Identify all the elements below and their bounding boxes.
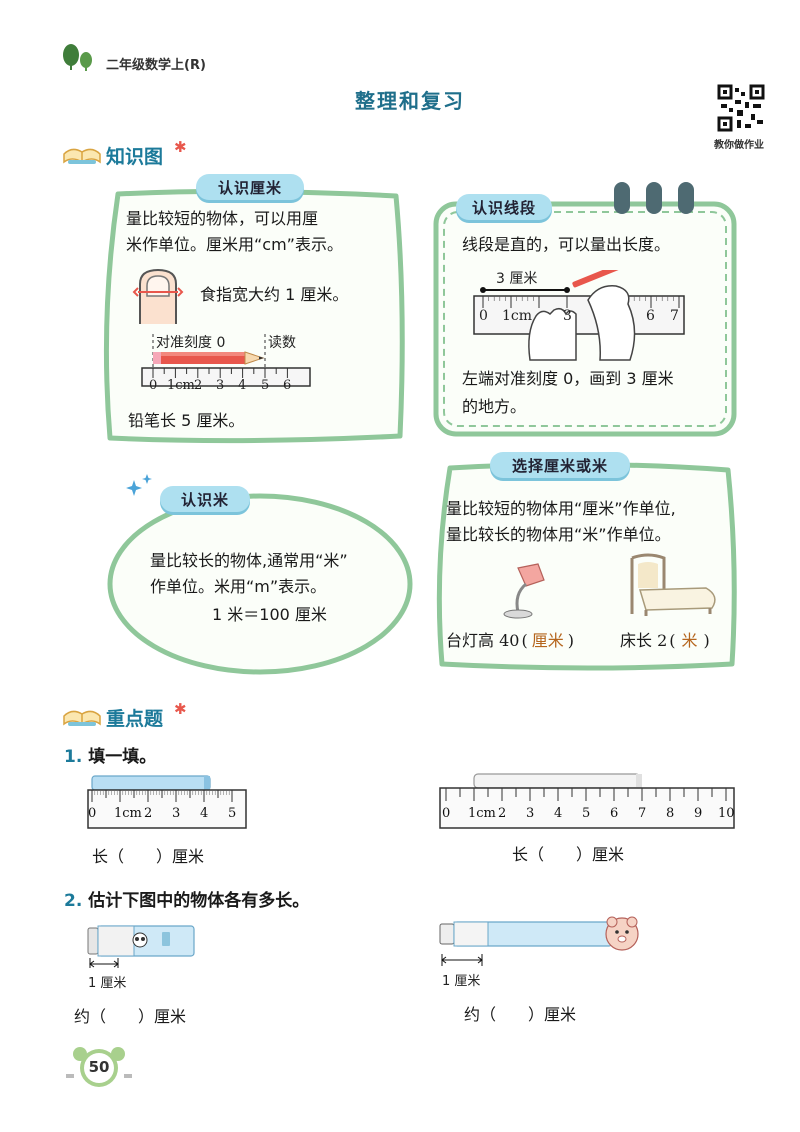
tick-label: 3 xyxy=(563,308,572,324)
q1-ruler-b xyxy=(438,772,738,834)
paren: ) xyxy=(703,631,710,650)
book-icon xyxy=(62,140,102,170)
tick-label: 7 xyxy=(638,806,647,821)
q1-ruler-a xyxy=(86,774,251,834)
paren: ) xyxy=(567,631,574,650)
tick-label: 6 xyxy=(610,806,619,821)
tick-label: 0 xyxy=(149,378,158,393)
choose-text-1: 量比较短的物体用“厘米”作单位, xyxy=(446,499,676,518)
cm-card-label: 认识厘米 xyxy=(196,174,304,200)
tick-label: 2 xyxy=(194,378,203,393)
tick-label: 8 xyxy=(666,806,675,821)
lamp-prefix: 台灯高 40 xyxy=(446,631,520,650)
segment-text-3: 的地方。 xyxy=(462,397,527,416)
binder-rings-icon xyxy=(612,180,702,220)
q1-text: 填一填。 xyxy=(88,747,157,767)
star-icon: ✱ xyxy=(174,700,187,718)
q2-unit-a: 1 厘米 xyxy=(88,976,127,991)
cm-ruler xyxy=(140,330,315,402)
pencil-case-icon xyxy=(438,916,644,972)
alarm-clock-icon xyxy=(66,1044,132,1094)
lamp-unit: 厘米 xyxy=(531,631,564,650)
tick-label: 7 xyxy=(670,308,679,324)
q2-title: 2. 估计下图中的物体各有多长。 xyxy=(64,886,309,911)
finger-note: 食指宽大约 1 厘米。 xyxy=(200,285,349,304)
tick-label: 1cm xyxy=(114,806,142,821)
align-label: 对准刻度 0 xyxy=(156,335,226,351)
segment-card-label: 认识线段 xyxy=(456,194,552,220)
page-number: 50 xyxy=(88,1058,110,1076)
lamp-answer: 台灯高 40(厘米) xyxy=(446,628,574,654)
tick-label: 0 xyxy=(88,806,97,821)
tick-label: 2 xyxy=(144,806,153,821)
q2-text: 估计下图中的物体各有多长。 xyxy=(88,891,310,911)
q2-blank-b[interactable]: 约（ ）厘米 xyxy=(464,1005,577,1024)
tick-label: 2 xyxy=(498,806,507,821)
tick-label: 1cm xyxy=(468,806,496,821)
finger-icon xyxy=(132,266,184,328)
page-title: 整理和复习 xyxy=(355,89,465,113)
tick-label: 1cm xyxy=(167,378,195,393)
qr-caption: 教你做作业 xyxy=(714,140,764,151)
m-text-3: 1 米＝100 厘米 xyxy=(212,605,327,624)
read-label: 读数 xyxy=(268,335,296,351)
tick-label: 6 xyxy=(283,378,292,393)
tick-label: 0 xyxy=(479,308,488,324)
tick-label: 5 xyxy=(228,806,237,821)
cm-text-1: 量比较短的物体，可以用厘 xyxy=(126,209,319,228)
bed-prefix: 床长 2 xyxy=(620,631,668,650)
bed-icon xyxy=(626,552,722,622)
tick-label: 3 xyxy=(526,806,535,821)
book-title: 二年级数学上(R) xyxy=(106,58,206,73)
paren: ( xyxy=(521,631,528,650)
q2-blank-a[interactable]: 约（ ）厘米 xyxy=(74,1007,187,1026)
segment-text-1: 线段是直的，可以量出长度。 xyxy=(462,235,671,254)
q1-blank-b[interactable]: 长（ ）厘米 xyxy=(512,845,625,864)
tick-label: 5 xyxy=(261,378,270,393)
tick-label: 4 xyxy=(238,378,247,393)
cm-text-2: 米作单位。厘米用“cm”表示。 xyxy=(126,235,343,254)
segment-measure: 3 厘米 xyxy=(496,271,538,287)
m-text-2: 作单位。米用“m”表示。 xyxy=(150,577,327,596)
cm-ruler-labels: 0 1cm 2 3 4 5 6 xyxy=(140,378,315,396)
q1-ruler-b-labels: 0 1cm 2 3 4 5 6 7 8 9 10 xyxy=(438,806,738,824)
q2-unit-b: 1 厘米 xyxy=(442,974,481,989)
tick-label: 3 xyxy=(216,378,225,393)
knowledge-map-heading: 知识图 xyxy=(106,146,164,168)
m-card-label: 认识米 xyxy=(160,486,250,512)
tick-label: 3 xyxy=(172,806,181,821)
glue-stick-icon xyxy=(86,922,198,974)
star-icon: ✱ xyxy=(174,138,187,156)
choose-card-label: 选择厘米或米 xyxy=(490,452,630,478)
tick-label: 1cm xyxy=(502,308,533,324)
bed-unit: 米 xyxy=(681,631,698,650)
header-leaf-icon xyxy=(60,42,100,76)
q1-number: 1. xyxy=(64,747,83,767)
bed-answer: 床长 2( 米) xyxy=(620,628,710,654)
choose-text-2: 量比较长的物体用“米”作单位。 xyxy=(446,525,671,544)
tick-label: 5 xyxy=(582,806,591,821)
paren: ( xyxy=(669,631,676,650)
q1-title: 1. 填一填。 xyxy=(64,742,156,767)
qr-code-icon xyxy=(717,84,765,136)
tick-label: 4 xyxy=(200,806,209,821)
tick-label: 6 xyxy=(646,308,655,324)
tick-label: 9 xyxy=(694,806,703,821)
tick-label: 0 xyxy=(442,806,451,821)
q2-number: 2. xyxy=(64,891,83,911)
segment-text-2: 左端对准刻度 0，画到 3 厘米 xyxy=(462,369,674,388)
segment-ruler xyxy=(470,263,690,369)
pencil-conclusion: 铅笔长 5 厘米。 xyxy=(128,411,245,430)
sparkle-icon xyxy=(124,472,156,506)
m-text-1: 量比较长的物体,通常用“米” xyxy=(150,551,348,570)
segment-ruler-labels: 0 1cm 3 6 7 xyxy=(470,308,690,326)
q1-blank-a[interactable]: 长（ ）厘米 xyxy=(92,847,205,866)
tick-label: 10 xyxy=(718,806,735,821)
q1-ruler-a-labels: 0 1cm 2 3 4 5 xyxy=(86,806,251,824)
tick-label: 4 xyxy=(554,806,563,821)
key-questions-heading: 重点题 xyxy=(106,708,164,730)
m-card xyxy=(104,490,416,682)
book-icon xyxy=(62,702,102,732)
desk-lamp-icon xyxy=(496,560,556,624)
